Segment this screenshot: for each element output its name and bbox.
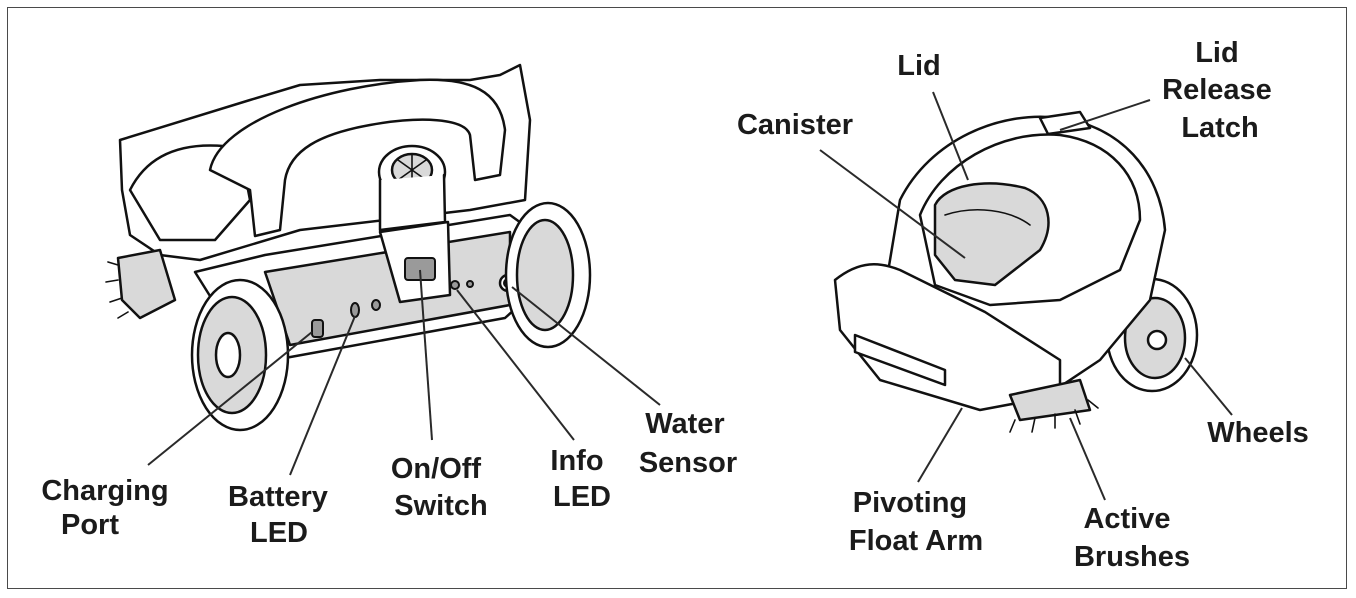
leader-lines <box>147 91 1233 501</box>
label-active-brushes: Active Brushes <box>1074 503 1190 573</box>
label-lid: Lid <box>897 50 941 82</box>
label-water-sensor: Water Sensor <box>639 408 737 479</box>
label-info-led: Info LED <box>550 445 611 513</box>
robot-front-view <box>833 110 1199 433</box>
label-pivoting-float-arm: Pivoting Float Arm <box>849 487 983 557</box>
robot-rear-view <box>105 63 592 432</box>
label-wheels: Wheels <box>1207 417 1309 449</box>
label-lid-release-latch: Lid Release Latch <box>1162 37 1280 144</box>
label-battery-led: Battery LED <box>228 481 336 549</box>
label-onoff-switch: On/Off Switch <box>391 453 489 522</box>
label-charging-port: Charging Port <box>41 475 176 541</box>
label-canister: Canister <box>737 109 853 141</box>
